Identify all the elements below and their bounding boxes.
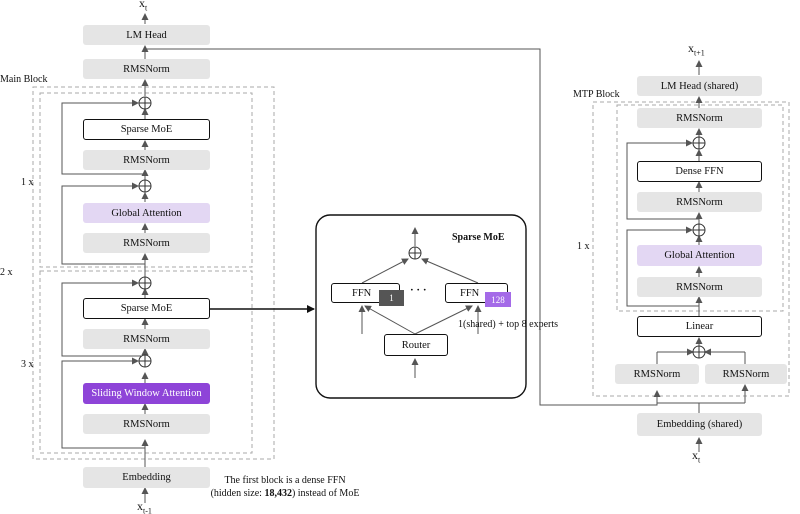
add-node-main-2 [138,179,152,193]
router-box: Router [384,334,448,356]
sliding-window-attention-box: Sliding Window Attention [83,383,210,404]
sparse-moe-lower-box: Sparse MoE [83,298,210,319]
add-node-main-3 [138,276,152,290]
main-output-var: xt [139,0,148,13]
add-node-moe [408,246,422,260]
main-input-var: xt-1 [137,499,152,514]
moe-panel-title: Sparse MoE [452,232,505,243]
dense-ffn-box: Dense FFN [637,161,762,182]
sliding-layer-frame [39,270,253,454]
add-node-main-1 [138,96,152,110]
mtp-layer-frame [616,104,784,312]
first-block-note: The first block is a dense FFN (hidden s… [210,475,360,499]
mtp-lm-head-box: LM Head (shared) [637,76,762,96]
mtp-rmsnorm-ffn-box: RMSNorm [637,192,762,212]
rmsnorm-upper-1-box: RMSNorm [83,150,210,170]
mtp-embedding-box: Embedding (shared) [637,413,762,436]
add-node-main-4 [138,354,152,368]
add-node-mtp-1 [692,136,706,150]
experts-ellipsis: · · · [410,284,427,296]
global-attention-box: Global Attention [83,203,210,223]
lm-head-box: LM Head [83,25,210,45]
global-layer-frame [39,92,253,268]
mtp-repeat-label: 1 x [577,241,590,252]
mtp-input-var: xt [692,448,701,465]
mtp-output-var: xt+1 [688,41,705,58]
moe-panel [315,214,527,399]
final-rmsnorm-box: RMSNorm [83,59,210,79]
rmsnorm-lower-1-box: RMSNorm [83,329,210,349]
main-block-frame [32,86,275,460]
sparse-moe-upper-box: Sparse MoE [83,119,210,140]
sliding-repeat-label: 3 x [21,359,34,370]
linear-box: Linear [637,316,762,337]
global-repeat-label: 1 x [21,177,34,188]
experts-note: 1(shared) + top 8 experts [458,319,559,330]
add-node-mtp-2 [692,223,706,237]
rmsnorm-upper-2-box: RMSNorm [83,233,210,253]
mtp-rmsnorm-left-box: RMSNorm [615,364,699,384]
mtp-rmsnorm-top-box: RMSNorm [637,108,762,128]
expert-index-first: 1 [379,290,404,306]
mtp-block-frame [592,101,790,397]
mtp-rmsnorm-attn-box: RMSNorm [637,277,762,297]
mtp-rmsnorm-right-box: RMSNorm [705,364,787,384]
add-node-mtp-input [692,345,706,359]
expert-index-last: 128 [485,292,511,307]
embedding-box: Embedding [83,467,210,488]
outer-repeat-label: 2 x [0,267,13,278]
main-block-title: Main Block [0,74,48,85]
mtp-global-attention-box: Global Attention [637,245,762,266]
mtp-block-title: MTP Block [573,89,620,100]
rmsnorm-lower-2-box: RMSNorm [83,414,210,434]
